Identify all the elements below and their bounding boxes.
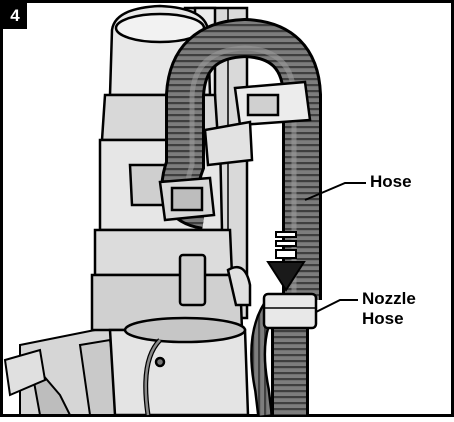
- hose-leader-line: [304, 182, 366, 201]
- hose-clip-upper: [203, 80, 312, 167]
- step-number-badge: 4: [3, 3, 27, 29]
- nozzle-hose-label: Nozzle Hose: [362, 289, 416, 329]
- hose-elbow: [158, 176, 216, 222]
- push-down-arrow: [266, 231, 306, 292]
- hose-connector-ring: [262, 292, 318, 330]
- nozzle-hose-label-line1: Nozzle: [362, 289, 416, 308]
- nozzle-hose-label-line2: Hose: [362, 309, 404, 328]
- hose-clip-lower: [178, 253, 252, 307]
- hose-label: Hose: [370, 172, 412, 191]
- nozzle-hose-leader-line: [315, 299, 358, 313]
